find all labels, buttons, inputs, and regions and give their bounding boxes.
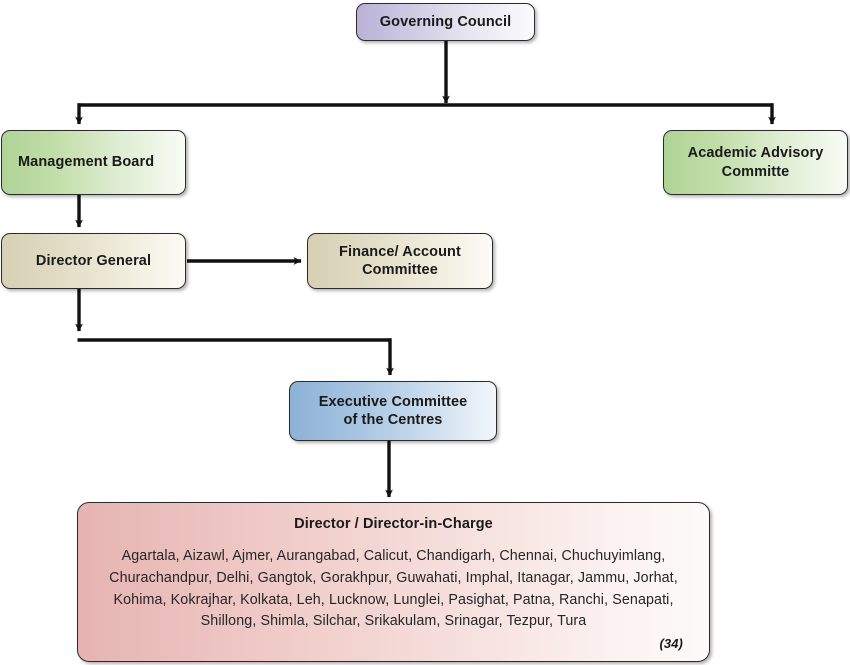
node-governing-council-label: Governing Council bbox=[379, 13, 512, 30]
node-governing-council[interactable]: Governing Council bbox=[356, 3, 535, 41]
node-academic-advisory-committee[interactable]: Academic Advisory Committe bbox=[663, 130, 848, 195]
node-director-general-label: Director General bbox=[35, 252, 152, 269]
node-director-general[interactable]: Director General bbox=[1, 233, 186, 289]
edge-distribution-bar bbox=[75, 103, 776, 125]
node-director-in-charge-title: Director / Director-in-Charge bbox=[294, 516, 493, 532]
node-academic-advisory-committee-label: Academic Advisory Committe bbox=[687, 145, 824, 180]
edge-director-general-to-executive-committee bbox=[75, 289, 394, 376]
node-management-board-label: Management Board bbox=[18, 154, 155, 171]
node-executive-committee-of-the-centres[interactable]: Executive Committee of the Centres bbox=[289, 381, 497, 441]
centres-count-badge: (34) bbox=[659, 635, 683, 651]
node-director-in-charge[interactable]: Director / Director-in-Charge Agartala, … bbox=[77, 502, 710, 662]
node-executive-committee-label: Executive Committee of the Centres bbox=[318, 393, 468, 428]
node-finance-account-committee-label: Finance/ Account Committee bbox=[339, 243, 461, 278]
node-finance-account-committee[interactable]: Finance/ Account Committee bbox=[307, 233, 493, 289]
centres-list: Agartala, Aizawl, Ajmer, Aurangabad, Cal… bbox=[109, 548, 678, 630]
node-management-board[interactable]: Management Board bbox=[1, 130, 186, 195]
